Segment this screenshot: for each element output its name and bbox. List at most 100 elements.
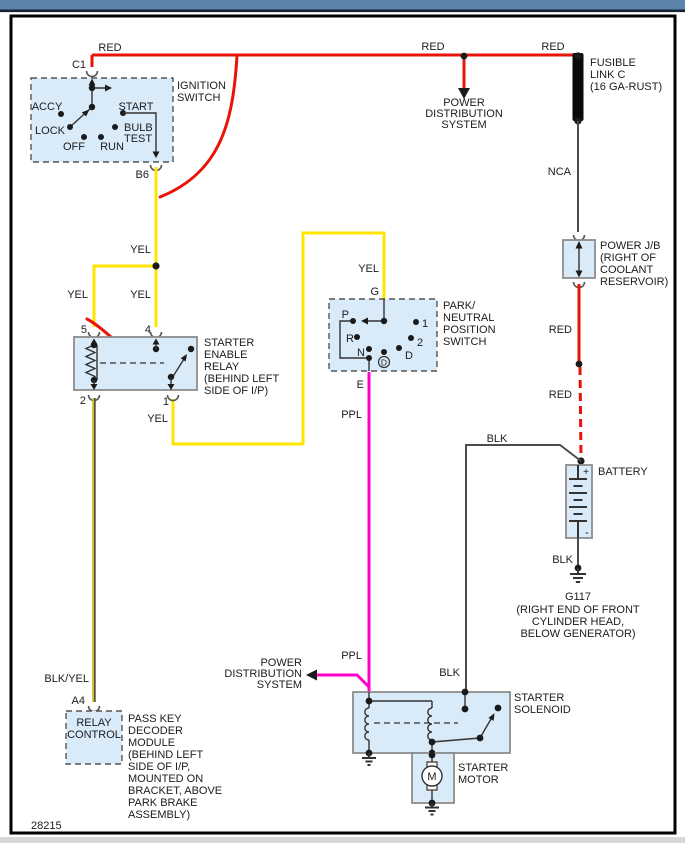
- wire-label-ppl-1: PPL: [341, 409, 362, 421]
- junction-dot: [460, 52, 468, 60]
- battery-plus: +: [583, 467, 589, 478]
- terminal-c1-label: C1: [72, 59, 86, 71]
- pnp-title-line4: SWITCH: [443, 336, 486, 348]
- ground-icon: [362, 753, 376, 766]
- ground-icon: [570, 568, 586, 583]
- pds-top-line2: DISTRIBUTION: [425, 108, 503, 120]
- motor-circle: [421, 765, 443, 787]
- relay-title-line1: STARTER: [204, 337, 254, 349]
- position-accy: ACCY: [32, 101, 63, 113]
- wire-label-yel-4: YEL: [147, 413, 168, 425]
- decoder-title-line2: DECODER: [128, 725, 183, 737]
- arrow-arm-icon: [81, 109, 90, 117]
- position-start: START: [118, 101, 153, 113]
- wire-yel-branch: [92, 264, 156, 327]
- wire-label-blk-solenoid: BLK: [439, 667, 460, 679]
- decoder-title-line4: (BEHIND LEFT: [128, 749, 203, 761]
- position-2: 2: [417, 337, 423, 349]
- decoder-title-line3: MODULE: [128, 737, 175, 749]
- fusible-label-line1: FUSIBLE: [590, 57, 636, 69]
- fusible-link: FUSIBLE LINK C (16 GA-RUST): [572, 52, 662, 125]
- motor-m-label: M: [427, 771, 436, 783]
- relay-title-line3: RELAY: [204, 361, 240, 373]
- arrow-arm-icon: [488, 713, 495, 721]
- arrow-up-icon: [88, 78, 96, 86]
- solenoid-title-line2: SOLENOID: [514, 704, 571, 716]
- titlebar-edge: [0, 9, 685, 13]
- relay-title-line2: ENABLE: [204, 349, 247, 361]
- pass-key-decoder-module: RELAY CONTROL PASS KEY DECODER MODULE (B…: [65, 710, 222, 821]
- pnp-title-line1: PARK/: [443, 300, 476, 312]
- arrow-down-icon: [575, 270, 583, 278]
- contact-dot: [476, 734, 484, 742]
- pnp-title-line2: NEUTRAL: [443, 312, 494, 324]
- wire-label-nca: NCA: [548, 166, 572, 178]
- jb-label-line1: POWER J/B: [600, 240, 661, 252]
- contact-dot: [88, 84, 96, 92]
- ground-icon: [425, 803, 439, 816]
- power-distribution-callout-bottom: POWER DISTRIBUTION SYSTEM: [224, 657, 302, 691]
- connector-arc: [85, 70, 99, 78]
- position-d-circled: D: [381, 358, 387, 368]
- wire-label-ppl-2: PPL: [341, 650, 362, 662]
- contact-dot: [366, 355, 372, 361]
- ignition-switch: IGNITION SWITCH ACCY LOCK OFF RUN START …: [30, 77, 226, 163]
- battery: + - BATTERY: [565, 457, 648, 539]
- relay-title-line4: (BEHIND LEFT: [204, 373, 279, 385]
- red-feed-wires: [90, 53, 578, 199]
- titlebar: [0, 0, 685, 10]
- arrow-down-icon: [167, 384, 175, 390]
- terminal-g-label: G: [370, 286, 379, 298]
- wire-yel-relay-to-pnp: [171, 231, 386, 446]
- ignition-title-line2: SWITCH: [177, 92, 220, 104]
- terminal-4-label: 4: [145, 324, 151, 336]
- fusible-link-body: [572, 53, 584, 121]
- arrow-up-icon: [152, 338, 160, 345]
- contact-dot-d: [396, 345, 402, 351]
- terminal-b6-label: B6: [136, 169, 149, 181]
- pds-bottom-line3: SYSTEM: [257, 679, 302, 691]
- wire-label-red-1: RED: [98, 42, 121, 54]
- solenoid-title-line1: STARTER: [514, 692, 564, 704]
- fusible-label-line3: (16 GA-RUST): [590, 81, 662, 93]
- relay-coil-zigzag: [84, 344, 97, 381]
- decoder-relay-label: RELAY: [76, 717, 112, 729]
- position-n: N: [357, 347, 365, 359]
- contact-dot-r: [354, 334, 360, 340]
- wire-label-yel-2: YEL: [67, 289, 88, 301]
- jb-label-line2: (RIGHT OF: [600, 252, 656, 264]
- solenoid-switch-feed: [431, 737, 481, 743]
- power-distribution-callout-top: POWER DISTRIBUTION SYSTEM: [425, 97, 503, 131]
- pnp-box: [328, 298, 438, 372]
- junction-dot: [574, 52, 582, 60]
- wire-label-yel-3: YEL: [130, 289, 151, 301]
- doc-number: 28215: [31, 820, 62, 832]
- bottom-strip: [0, 837, 685, 843]
- wire-blkyel: [92, 398, 96, 702]
- decoder-title-line9: ASSEMBLY): [128, 809, 190, 821]
- junction-dot: [152, 262, 160, 270]
- junction-dot: [428, 738, 436, 746]
- arrow-right-icon: [105, 84, 112, 92]
- wire-label-red-jb2: RED: [549, 389, 572, 401]
- park-neutral-position-switch: PARK/ NEUTRAL POSITION SWITCH P R N D D …: [328, 298, 496, 372]
- position-d: D: [405, 350, 413, 362]
- position-r: R: [346, 333, 354, 345]
- battery-plates-long: [569, 478, 587, 522]
- ignition-start-feed: [123, 112, 157, 152]
- g117-line3: BELOW GENERATOR): [520, 628, 635, 640]
- position-lock: LOCK: [35, 125, 66, 137]
- contact-dot-accy: [58, 111, 64, 117]
- pnp-park-path: [339, 320, 370, 371]
- highlight-trace-1: [158, 54, 239, 199]
- decoder-title-line8: PARK BRAKE: [128, 797, 198, 809]
- arrow-left-icon: [361, 317, 368, 325]
- wire-label-red-jb1: RED: [549, 324, 572, 336]
- jb-label-line3: COOLANT: [600, 264, 653, 276]
- wire-blk-battery-to-solenoid: [465, 444, 582, 692]
- wire-label-yel-1: YEL: [130, 244, 151, 256]
- contact-dot-p: [350, 318, 356, 324]
- ground-g117: G117 (RIGHT END OF FRONT CYLINDER HEAD, …: [516, 564, 640, 640]
- yellow-wires: [92, 167, 386, 446]
